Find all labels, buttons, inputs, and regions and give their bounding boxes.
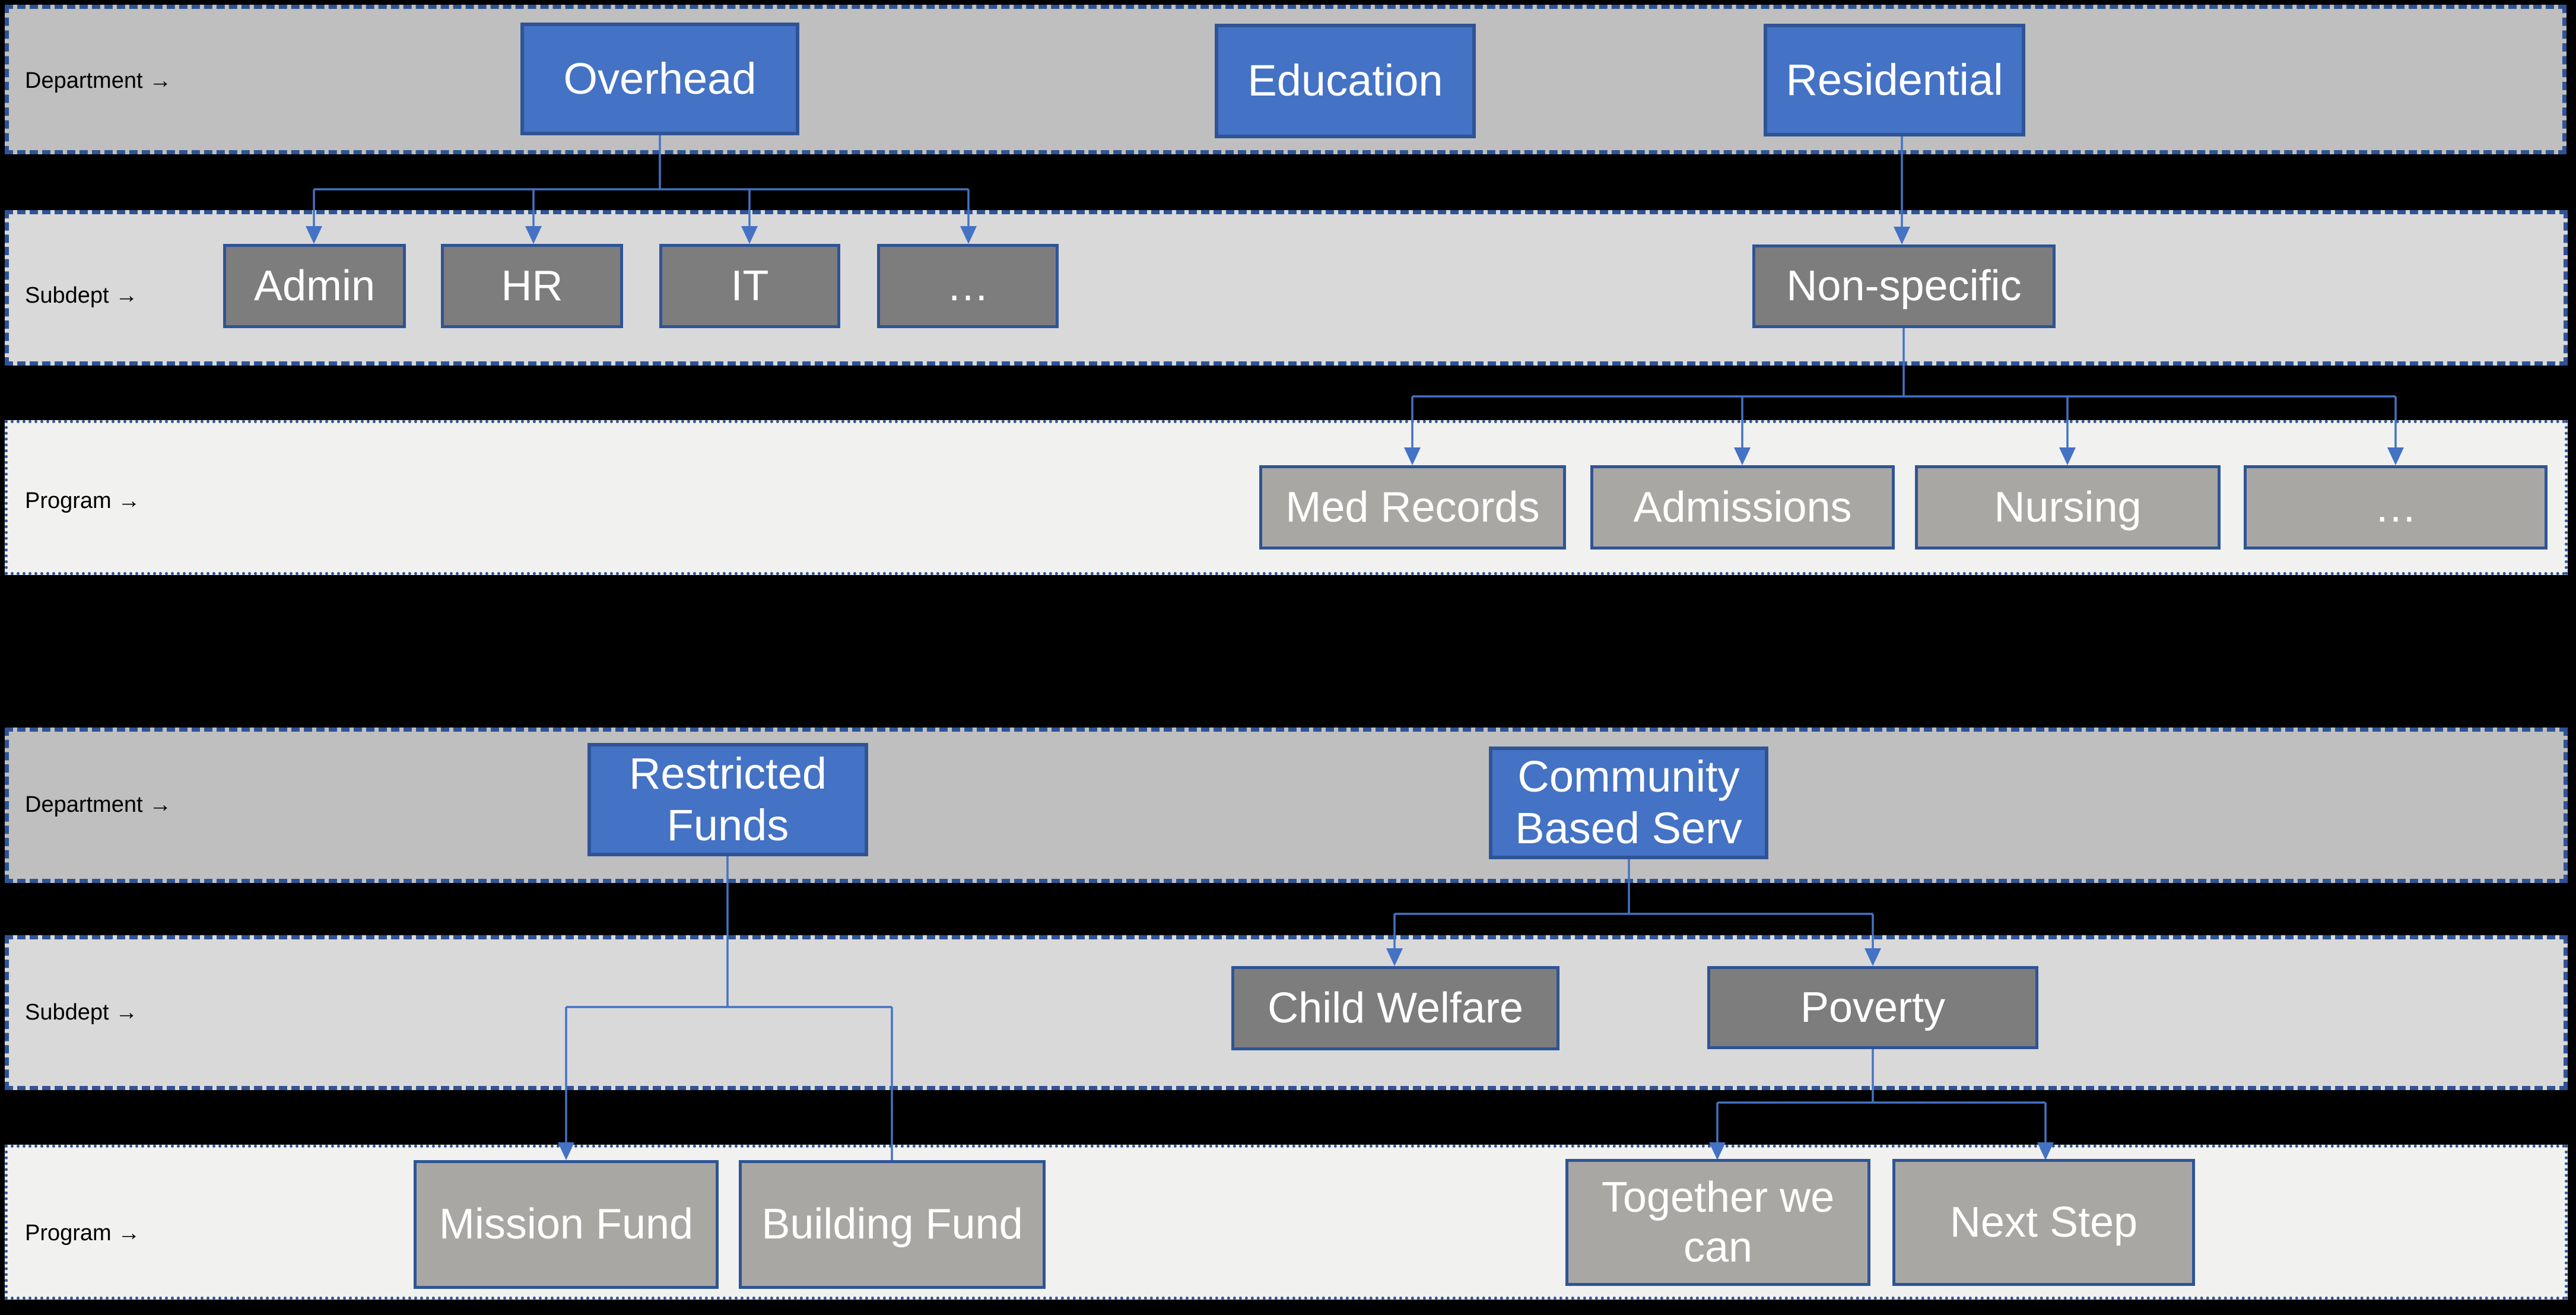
node-program-ellipsis[interactable]: …: [2244, 465, 2548, 549]
node-building-fund[interactable]: Building Fund: [739, 1160, 1046, 1289]
row-label-subdept: Subdept →: [25, 283, 138, 308]
band-department-bottom[interactable]: [5, 728, 2568, 883]
node-label: Med Records: [1285, 483, 1540, 531]
row-label-subdept: Subdept →: [25, 1000, 138, 1025]
node-label: Admissions: [1633, 483, 1852, 531]
row-label-department: Department →: [25, 792, 172, 817]
node-child-welfare[interactable]: Child Welfare: [1231, 966, 1559, 1050]
node-mission-fund[interactable]: Mission Fund: [414, 1160, 719, 1289]
node-label: Admin: [253, 262, 376, 310]
node-label: Next Step: [1949, 1198, 2138, 1246]
node-education[interactable]: Education: [1215, 24, 1476, 138]
row-label-program: Program →: [25, 488, 141, 513]
node-label: Residential: [1786, 55, 2003, 104]
node-poverty[interactable]: Poverty: [1707, 966, 2038, 1049]
node-label: …: [946, 262, 989, 310]
node-next-step[interactable]: Next Step: [1892, 1159, 2195, 1286]
node-label: IT: [730, 262, 769, 310]
node-label: Nursing: [1994, 483, 2142, 531]
node-label: Together we can: [1601, 1173, 1835, 1271]
node-label: Child Welfare: [1268, 984, 1523, 1032]
node-restricted-funds[interactable]: Restricted Funds: [587, 743, 868, 856]
node-community-based-serv[interactable]: Community Based Serv: [1489, 747, 1768, 859]
node-label: Non-specific: [1786, 262, 2022, 310]
node-label: Mission Fund: [439, 1200, 694, 1249]
node-residential[interactable]: Residential: [1764, 24, 2025, 136]
node-label: Poverty: [1800, 983, 1946, 1031]
node-it[interactable]: IT: [659, 244, 840, 328]
node-admin[interactable]: Admin: [223, 244, 406, 328]
row-label-department: Department →: [25, 68, 172, 93]
node-admissions[interactable]: Admissions: [1590, 465, 1895, 549]
node-med-records[interactable]: Med Records: [1259, 465, 1566, 549]
node-hr[interactable]: HR: [441, 244, 623, 328]
node-label: HR: [501, 262, 563, 310]
node-label: Restricted Funds: [628, 748, 827, 850]
node-label: …: [2374, 483, 2417, 531]
node-together-we-can[interactable]: Together we can: [1565, 1159, 1870, 1286]
node-label: Overhead: [563, 53, 757, 103]
node-subdept-ellipsis[interactable]: …: [877, 244, 1059, 328]
node-label: Building Fund: [761, 1200, 1023, 1249]
node-overhead[interactable]: Overhead: [520, 23, 799, 135]
node-label: Education: [1247, 56, 1443, 106]
node-label: Community Based Serv: [1515, 752, 1742, 853]
node-nursing[interactable]: Nursing: [1915, 465, 2221, 549]
row-label-program: Program →: [25, 1221, 141, 1246]
node-non-specific[interactable]: Non-specific: [1752, 244, 2056, 328]
